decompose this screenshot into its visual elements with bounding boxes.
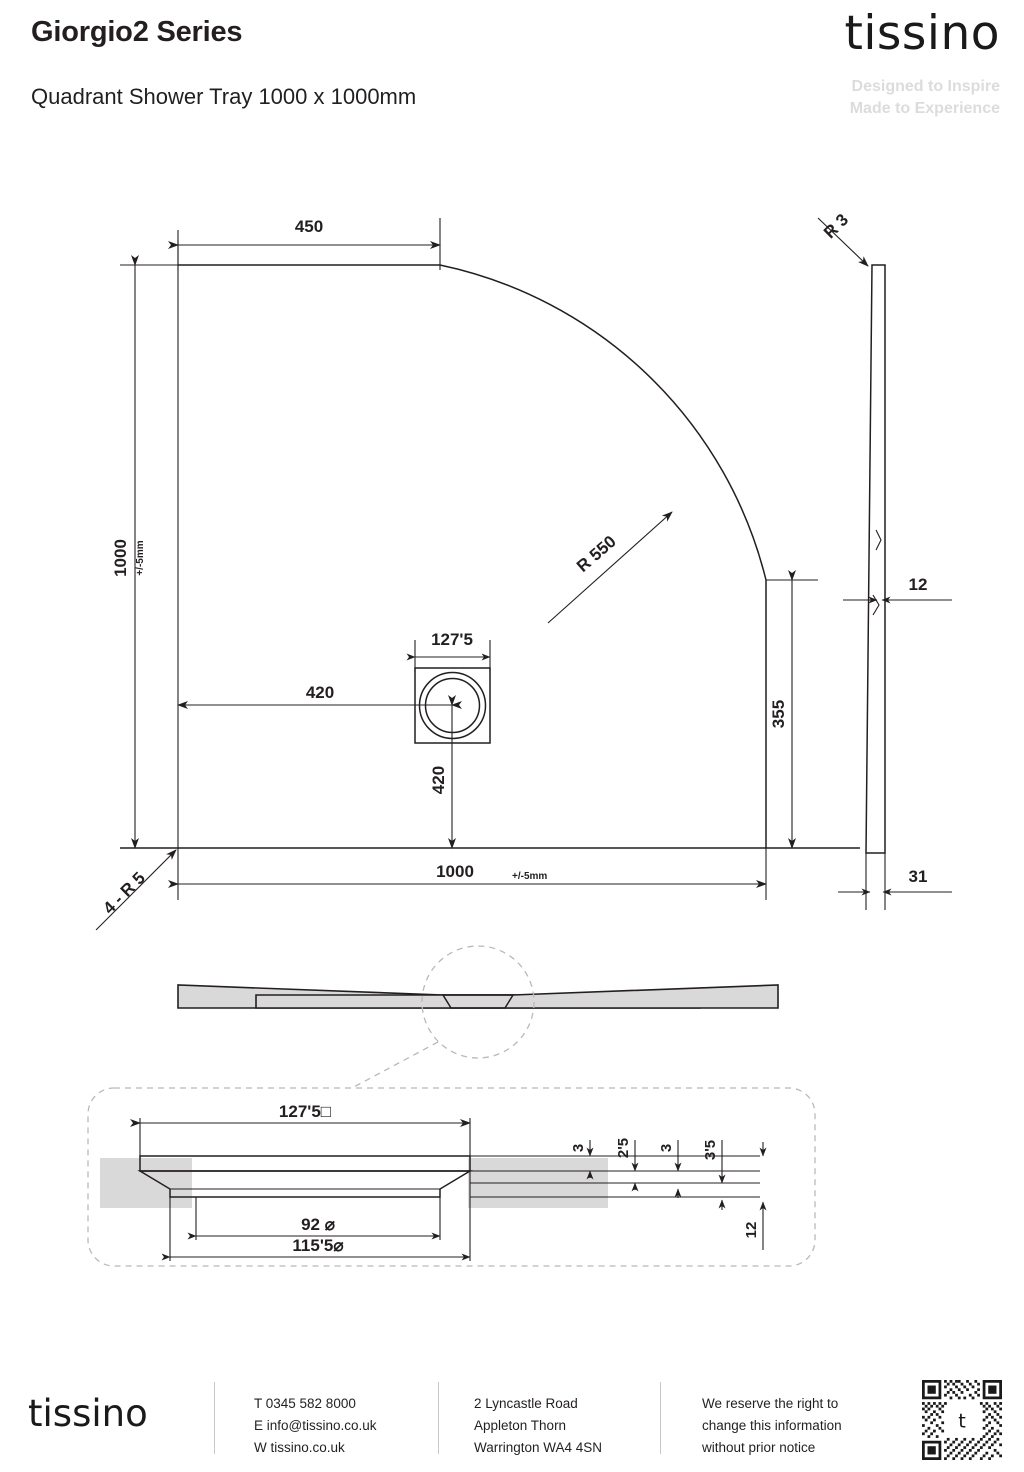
side-profile-break-upper [875,529,882,551]
dimension-detail-3-5: 3'5 [702,1140,726,1210]
dimension-detail-3a-label: 3 [570,1144,587,1152]
footer-disclaimer: We reserve the right to change this info… [702,1396,842,1455]
detail-tray-left [100,1158,192,1208]
radius-3-label: R 3 [820,210,852,242]
brand-tagline-line2: Made to Experience [849,99,1000,117]
qr-center-logo: t [958,1409,966,1432]
technical-drawing: 450 1000 +/-5mm R 550 127'5 420 420 4 - … [0,140,1024,1350]
dimension-detail-3-5-label: 3'5 [702,1140,719,1160]
drawing-svg: 450 1000 +/-5mm R 550 127'5 420 420 4 - … [87,210,952,1267]
brand-tagline-line1: Designed to Inspire [851,78,1000,95]
dimension-1000-horizontal-tol: +/-5mm [512,871,547,882]
footer-address: 2 Lyncastle Road Appleton Thorn Warringt… [474,1396,603,1455]
footer-logo: tissino [28,1392,148,1435]
footer-divider-2 [438,1382,439,1454]
page-title: Giorgio2 Series [31,16,243,48]
footer-divider-1 [214,1382,215,1454]
dimension-420-horizontal: 420 [177,683,462,709]
dimension-450: 450 [168,217,441,270]
dimension-detail-12-label: 12 [743,1222,760,1239]
detail-callout-leader [351,1041,439,1089]
dimension-detail-92: 92 ⌀ [187,1197,441,1240]
detail-box-frame [87,1087,816,1267]
cross-section-drain-recess [441,994,515,1009]
dimension-1000-vertical-tol: +/-5mm [135,540,146,575]
dimension-355: 355 [766,570,818,849]
dimension-detail-3b: 3 [658,1140,682,1198]
dimension-detail-3b-label: 3 [658,1144,675,1152]
dimension-1000-vertical: 1000 +/-5mm [111,255,146,849]
dimension-1000-vertical-label: 1000 [111,539,130,577]
dimension-detail-3a: 3 [570,1140,594,1180]
side-elevation-view [865,264,886,910]
radius-550-label: R 550 [573,532,620,576]
corner-radius-label: 4 - R 5 [99,868,149,918]
plan-view-tray [120,240,860,900]
detail-callout-circle [421,945,535,1059]
dimension-detail-2-5: 2'5 [615,1138,639,1192]
dimension-detail-115-5-label: 115'5⌀ [292,1236,344,1255]
dimension-450-label: 450 [295,217,323,236]
page-header: Giorgio2 Series Quadrant Shower Tray 100… [0,0,1024,150]
tray-outline-curve [178,264,767,848]
dimension-detail-115-5: 115'5⌀ [161,1171,471,1261]
brand-tagline: Designed to Inspire Made to Experience [850,76,1000,119]
dimension-drain-127-5-label: 127'5 [431,630,473,649]
qr-code[interactable]: t [922,1380,1002,1460]
corner-radius-callout: 4 - R 5 [95,849,177,931]
dimension-detail-127-5-label: 127'5□ [279,1102,331,1121]
page-footer: tissino T 0345 582 8000 E info@tissino.c… [0,1368,1024,1472]
dimension-1000-horizontal: 1000 +/-5mm [168,848,767,900]
side-profile-outline [865,264,886,854]
brand-logo: tissino [844,6,1000,61]
dimension-420-horizontal-label: 420 [306,683,334,702]
dimension-12-thickness-label: 12 [909,575,928,594]
dimension-420-vertical: 420 [429,695,456,849]
dimension-detail-12: 12 [743,1142,767,1250]
radius-3-callout: R 3 [817,210,869,267]
cross-section-view [177,945,779,1089]
dimension-detail-127-5: 127'5□ [130,1102,471,1158]
footer-divider-3 [660,1382,661,1454]
dimension-drain-127-5: 127'5 [406,630,491,672]
dimension-31-width-label: 31 [909,867,928,886]
dimension-420-vertical-label: 420 [429,766,448,794]
dimension-12-thickness: 12 [843,575,952,604]
dimension-355-label: 355 [769,700,788,728]
footer-contact: T 0345 582 8000 E info@tissino.co.uk W t… [254,1396,377,1455]
dimension-31-width: 31 [838,867,952,896]
cross-section-right-body [255,984,779,1009]
detail-box: 127'5□ 92 ⌀ 115'5⌀ 3 2'5 [87,1087,816,1267]
radius-550-callout: R 550 [547,511,673,624]
dimension-detail-92-label: 92 ⌀ [301,1215,336,1234]
side-profile-break-lower [872,594,880,616]
page-subtitle: Quadrant Shower Tray 1000 x 1000mm [31,84,417,109]
dimension-detail-2-5-label: 2'5 [615,1138,632,1158]
dimension-1000-horizontal-label: 1000 [436,862,474,881]
